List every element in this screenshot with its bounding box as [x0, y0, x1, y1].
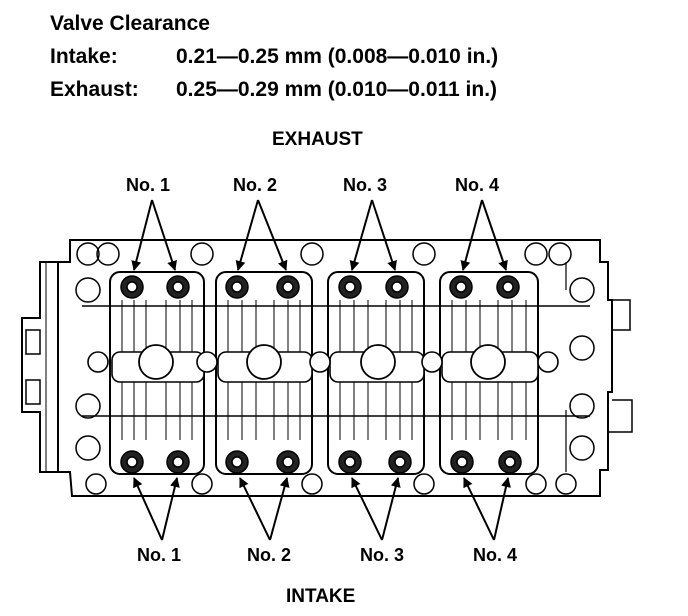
- side-bosses: [75, 277, 595, 461]
- exhaust-spec-value: 0.25—0.29 mm (0.010—0.011 in.): [176, 78, 498, 101]
- exhaust-spec-row: Exhaust: 0.25—0.29 mm (0.010—0.011 in.): [50, 78, 497, 102]
- intake-cylinder-2-label: No. 2: [247, 545, 292, 565]
- intake-spec-value: 0.21—0.25 mm (0.008—0.010 in.): [176, 45, 499, 68]
- right-end-detail: [608, 299, 631, 331]
- intake-spec-label: Intake:: [50, 45, 118, 68]
- perimeter-bosses-bottom: [85, 473, 577, 495]
- left-bracket-tab: [25, 379, 41, 405]
- left-bracket-tab: [25, 329, 41, 355]
- exhaust-cylinder-1-label: No. 1: [126, 175, 171, 195]
- diagram-title: Valve Clearance: [50, 12, 210, 35]
- intake-valve-adjusters: [120, 450, 522, 474]
- inter-cylinder-bosses: [87, 351, 559, 373]
- spark-plug-tubes: [138, 344, 506, 380]
- exhaust-cylinder-3-label: No. 3: [343, 175, 388, 195]
- intake-pointer-arrows: [133, 477, 511, 541]
- intake-side-label: INTAKE: [286, 586, 356, 607]
- left-end-bracket: [21, 261, 58, 473]
- exhaust-cylinder-2-label: No. 2: [233, 175, 278, 195]
- exhaust-pointer-arrows: [131, 199, 508, 271]
- exhaust-valve-adjusters: [120, 275, 520, 299]
- intake-cylinder-4-label: No. 4: [473, 545, 518, 565]
- intake-spec-row: Intake: 0.21—0.25 mm (0.008—0.010 in.): [50, 45, 498, 69]
- exhaust-side-label: EXHAUST: [272, 129, 363, 150]
- exhaust-cylinder-4-label: No. 4: [455, 175, 500, 195]
- perimeter-bosses-top: [76, 242, 572, 266]
- exhaust-spec-label: Exhaust:: [50, 78, 139, 101]
- cylinder-head-outline: [57, 239, 613, 497]
- right-end-detail: [608, 399, 633, 433]
- intake-cylinder-3-label: No. 3: [360, 545, 405, 565]
- intake-cylinder-1-label: No. 1: [137, 545, 182, 565]
